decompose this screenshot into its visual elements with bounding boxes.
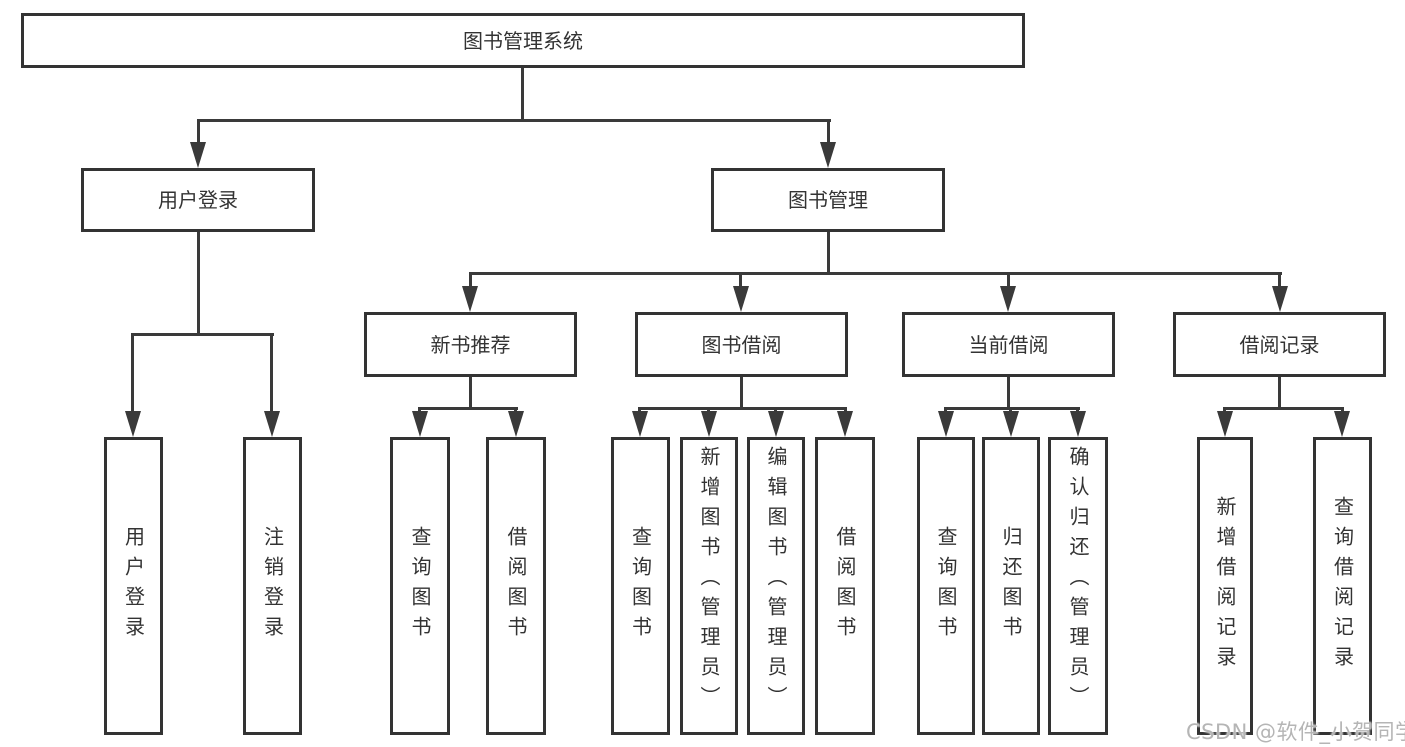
- node-label: 当前借阅: [968, 332, 1049, 357]
- node-label: 查询借阅记录: [1330, 496, 1355, 676]
- connector-line: [521, 66, 524, 121]
- connector-line: [418, 407, 518, 410]
- arrowhead-down-icon: [701, 411, 717, 437]
- connector-line: [1223, 407, 1344, 410]
- node-label: 新增借阅记录: [1213, 496, 1237, 676]
- node-leaf-query-books-3: 查询图书: [917, 437, 975, 735]
- arrowhead-down-icon: [190, 142, 206, 168]
- connector-line: [197, 119, 200, 145]
- node-leaf-confirm-return-admin: 确认归还（管理员）: [1048, 437, 1108, 735]
- node-leaf-add-borrow-record: 新增借阅记录: [1197, 437, 1253, 735]
- arrowhead-down-icon: [1217, 411, 1233, 437]
- connector-line: [197, 230, 200, 336]
- connector-line: [638, 407, 847, 410]
- arrowhead-down-icon: [820, 142, 836, 168]
- connector-line: [944, 407, 1080, 410]
- connector-line: [197, 119, 831, 122]
- node-leaf-borrow-books-2: 借阅图书: [815, 437, 875, 735]
- connector-line: [739, 272, 742, 288]
- node-label: 新书推荐: [430, 332, 511, 357]
- node-label: 注销登录: [260, 526, 285, 646]
- node-leaf-query-books-2: 查询图书: [611, 437, 670, 735]
- connector-line: [1278, 272, 1281, 288]
- arrowhead-down-icon: [125, 411, 141, 437]
- connector-line: [469, 375, 472, 409]
- node-borrowing-records: 借阅记录: [1173, 312, 1386, 377]
- node-leaf-query-books-1: 查询图书: [390, 437, 450, 735]
- arrowhead-down-icon: [264, 411, 280, 437]
- node-label: 用户登录: [121, 526, 146, 646]
- node-label: 图书管理系统: [463, 28, 583, 53]
- arrowhead-down-icon: [1000, 286, 1016, 312]
- node-leaf-logout: 注销登录: [243, 437, 302, 735]
- arrowhead-down-icon: [632, 411, 648, 437]
- arrowhead-down-icon: [1003, 411, 1019, 437]
- node-label: 查询图书: [628, 526, 653, 646]
- connector-line: [131, 333, 134, 413]
- connector-line: [1007, 375, 1010, 409]
- node-leaf-user-login: 用户登录: [104, 437, 163, 735]
- connector-line: [827, 119, 830, 145]
- node-leaf-add-books-admin: 新增图书（管理员）: [680, 437, 738, 735]
- watermark: CSDN @软件_小贺同学: [1186, 720, 1405, 744]
- connector-line: [1278, 375, 1281, 409]
- node-label: 用户登录: [158, 188, 238, 212]
- node-leaf-return-books: 归还图书: [982, 437, 1040, 735]
- node-label: 查询图书: [408, 526, 432, 646]
- arrowhead-down-icon: [837, 411, 853, 437]
- arrowhead-down-icon: [508, 411, 524, 437]
- node-book-borrowing: 图书借阅: [635, 312, 848, 377]
- node-label: 编辑图书（管理员）: [764, 446, 788, 716]
- connector-line: [131, 333, 274, 336]
- arrowhead-down-icon: [1070, 411, 1086, 437]
- arrowhead-down-icon: [938, 411, 954, 437]
- node-system-root: 图书管理系统: [21, 13, 1025, 68]
- node-leaf-borrow-books-1: 借阅图书: [486, 437, 546, 735]
- connector-line: [1007, 272, 1010, 288]
- arrowhead-down-icon: [768, 411, 784, 437]
- node-label: 确认归还（管理员）: [1066, 446, 1090, 716]
- arrowhead-down-icon: [1334, 411, 1350, 437]
- node-label: 图书管理: [788, 188, 868, 212]
- node-user-login-group: 用户登录: [81, 168, 315, 232]
- arrowhead-down-icon: [462, 286, 478, 312]
- connector-line: [270, 333, 273, 413]
- node-label: 图书借阅: [701, 332, 782, 357]
- node-current-borrowing: 当前借阅: [902, 312, 1115, 377]
- connector-line: [469, 272, 1282, 275]
- node-label: 归还图书: [999, 526, 1023, 646]
- arrowhead-down-icon: [1272, 286, 1288, 312]
- node-leaf-edit-books-admin: 编辑图书（管理员）: [747, 437, 805, 735]
- node-label: 借阅记录: [1239, 332, 1320, 357]
- connector-line: [740, 375, 743, 409]
- connector-line: [469, 272, 472, 288]
- node-new-book-recommend: 新书推荐: [364, 312, 577, 377]
- node-book-management-group: 图书管理: [711, 168, 945, 232]
- node-label: 新增图书（管理员）: [697, 446, 721, 716]
- node-label: 借阅图书: [504, 526, 528, 646]
- arrowhead-down-icon: [733, 286, 749, 312]
- connector-line: [827, 230, 830, 275]
- node-leaf-query-borrow-record: 查询借阅记录: [1313, 437, 1372, 735]
- arrowhead-down-icon: [412, 411, 428, 437]
- node-label: 查询图书: [934, 526, 958, 646]
- node-label: 借阅图书: [833, 526, 857, 646]
